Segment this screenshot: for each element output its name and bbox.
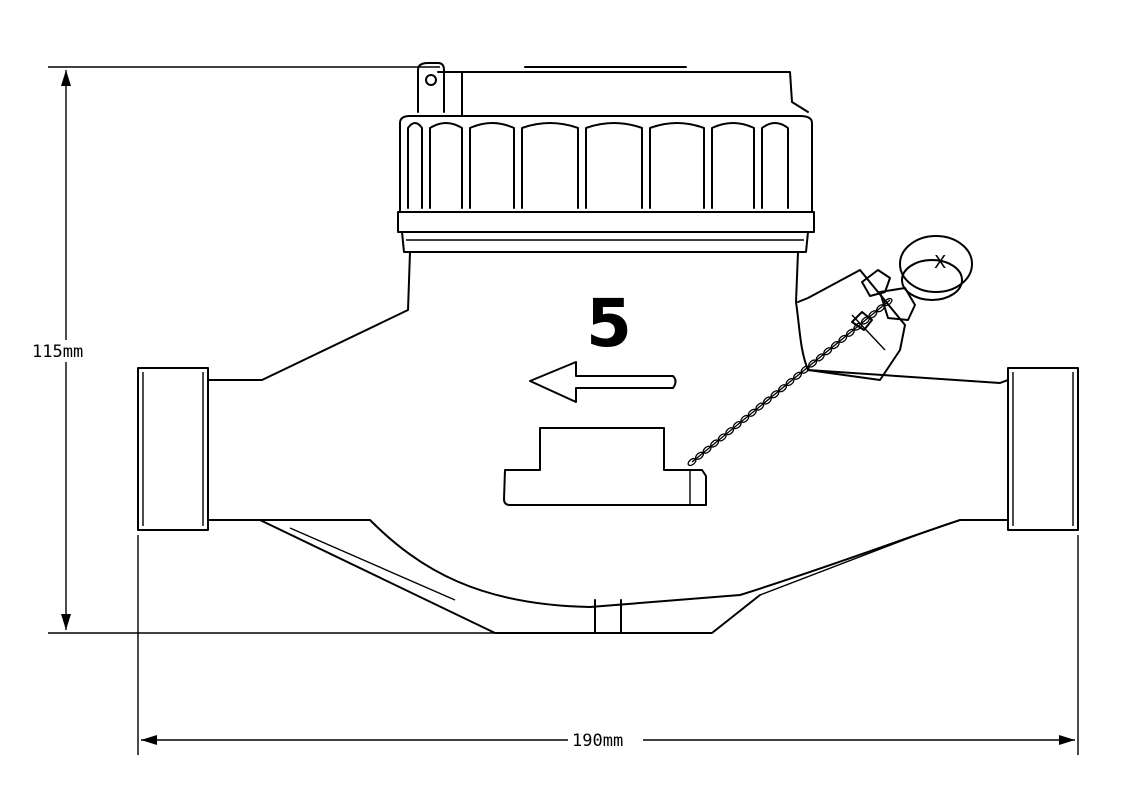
chain-link [845,328,855,337]
hinge-hole-icon [425,74,437,86]
chain-link [777,384,788,393]
cap-rib [585,122,643,209]
seal-cap: X [899,235,973,301]
chain-link [687,457,697,467]
arrow-left-icon [529,361,677,403]
height-dimension-label: 115mm [32,342,83,362]
cap-rib [711,122,755,209]
chain-link [785,377,795,387]
chain-link [830,340,840,350]
model-number: 5 [586,285,632,362]
right-thread-end [1007,367,1079,531]
cap-rib [649,122,705,209]
chain-link [732,420,742,430]
cap-rib [469,122,515,209]
chain-link [792,371,803,380]
chain-link [740,414,750,424]
cap-rib [407,122,423,209]
chain-link [702,445,712,454]
chain-link [808,359,818,368]
chain-link [725,427,735,436]
chain-link [800,365,810,374]
chain-link [747,408,757,417]
chain-link [755,402,765,411]
nameplate-boss [503,427,707,506]
register-cap [397,62,815,253]
length-dimension-label: 190mm [572,731,623,751]
chain-link [838,334,848,344]
chain-link [762,396,772,405]
seal-wire [687,297,893,467]
cap-ribs [407,122,789,209]
chain-link [815,353,825,362]
length-dimension: 190mm [137,535,1079,755]
cap-rib [429,122,463,209]
chain-link [770,390,780,399]
seal-mark: X [934,252,946,273]
chain-link [694,451,705,460]
chain-link [717,433,727,442]
cap-rib [521,122,579,209]
chain-link [710,439,720,448]
left-thread-end [137,367,209,531]
seal-bracket [797,269,916,381]
cap-rib [761,122,789,209]
chain-link [823,347,833,356]
